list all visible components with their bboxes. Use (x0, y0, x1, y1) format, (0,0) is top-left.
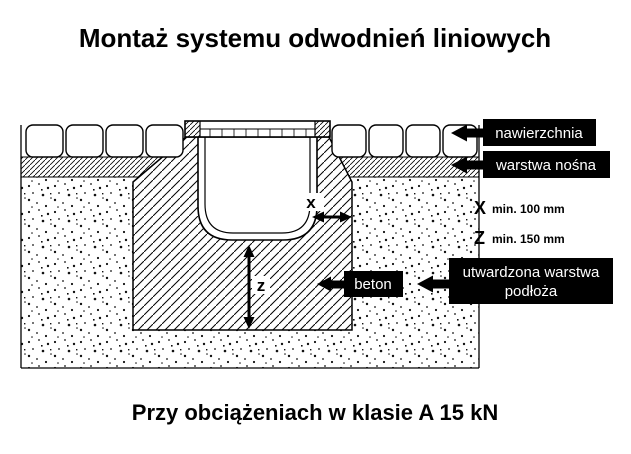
callout-nawierzchnia: nawierzchnia (451, 119, 596, 146)
x-dimension-arrow: x (299, 193, 352, 223)
z-min-value: min. 150 mm (492, 232, 565, 246)
paving-block (65, 124, 104, 158)
z-min-symbol: Z (474, 228, 485, 248)
beton-label: beton (354, 276, 392, 293)
beton-box (344, 271, 403, 297)
x-min-symbol: X (474, 198, 486, 218)
utwardzona-arrow-icon (417, 275, 450, 293)
callout-utwardzona: utwardzona warstwa podłoża (417, 258, 613, 304)
warstwa-nosna-box (483, 151, 610, 178)
callout-beton: beton (317, 271, 403, 297)
callout-warstwa-nosna: warstwa nośna (451, 151, 610, 178)
nawierzchnia-arrow-icon (451, 124, 484, 142)
utwardzona-box (449, 258, 613, 304)
paving-block (368, 124, 404, 158)
utwardzona-label-line2: podłoża (505, 283, 558, 300)
paving-block (331, 124, 367, 158)
note-z-min: Z min. 150 mm (474, 228, 565, 248)
paving-block (105, 124, 144, 158)
utwardzona-label-line1: utwardzona warstwa (463, 264, 600, 281)
load-class-caption: Przy obciążeniach w klasie A 15 kN (132, 400, 498, 425)
x-min-value: min. 100 mm (492, 202, 565, 216)
z-dimension-label: z (257, 276, 266, 295)
paving-block (405, 124, 441, 158)
beton-arrow-icon (317, 276, 345, 292)
paving-blocks (25, 124, 478, 158)
page-title: Montaż systemu odwodnień liniowych (79, 23, 551, 53)
nawierzchnia-box (483, 119, 596, 146)
x-dimension-label: x (306, 193, 316, 212)
channel-grate (184, 120, 331, 138)
warstwa-nosna-label: warstwa nośna (495, 157, 597, 174)
nawierzchnia-label: nawierzchnia (495, 125, 583, 142)
drainage-channel (197, 136, 318, 241)
z-dimension-arrow: z (243, 245, 270, 329)
note-x-min: X min. 100 mm (474, 198, 565, 218)
paving-block (25, 124, 64, 158)
warstwa-nosna-arrow-icon (451, 156, 484, 174)
paving-block (145, 124, 184, 158)
